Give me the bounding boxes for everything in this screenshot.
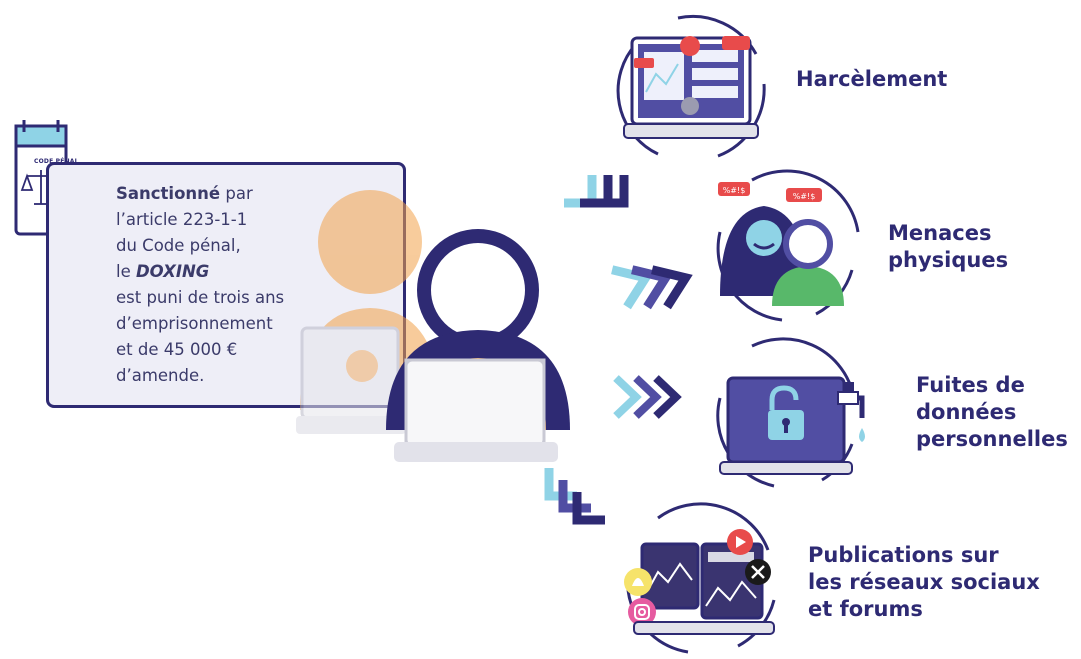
instagram-icon [628,598,656,626]
penalty-info-text: Sanctionné par l’article 223-1-1 du Code… [116,181,356,389]
harassment-label: Harcèlement [796,67,948,91]
social-media-laptops-icon [624,502,776,654]
threat-speech-text-2: %#!$ [793,192,816,201]
card-line-2: l’article 223-1-1 [116,210,248,229]
data-leak-label: Fuites de données personnelles [916,373,1068,451]
physical-threats-label: Menaces physiques [888,221,1009,272]
card-line-6: d’emprisonnement [116,314,273,333]
harassment-laptop-icon [616,14,766,158]
card-line-4: le DOXING [116,262,210,281]
open-padlock-icon [768,385,804,440]
code-penal-book-label: CODE PÉNAL [34,158,79,165]
card-line-7: et de 45 000 € [116,340,238,359]
card-line-5: est puni de trois ans [116,288,285,307]
arrow-data-leak-icon [613,375,682,419]
water-drop-icon [859,428,865,442]
physical-threats-icon: %#!$ %#!$ [716,169,860,322]
tap-faucet-icon [837,382,865,418]
arrow-harassment-icon [564,175,629,208]
card-line-8: d’amende. [116,366,205,385]
main-doxer-icon [386,229,570,462]
social-media-label: Publications sur les réseaux sociaux et … [808,543,1040,621]
doxer-figures-icon [296,190,570,462]
card-line-1: Sanctionné par [116,184,253,203]
data-leak-laptop-icon [716,337,865,488]
arrow-social-media-icon [544,468,605,525]
threat-speech-text-1: %#!$ [723,186,746,195]
arrow-threats-icon [611,265,693,310]
card-line-3: du Code pénal, [116,236,241,255]
